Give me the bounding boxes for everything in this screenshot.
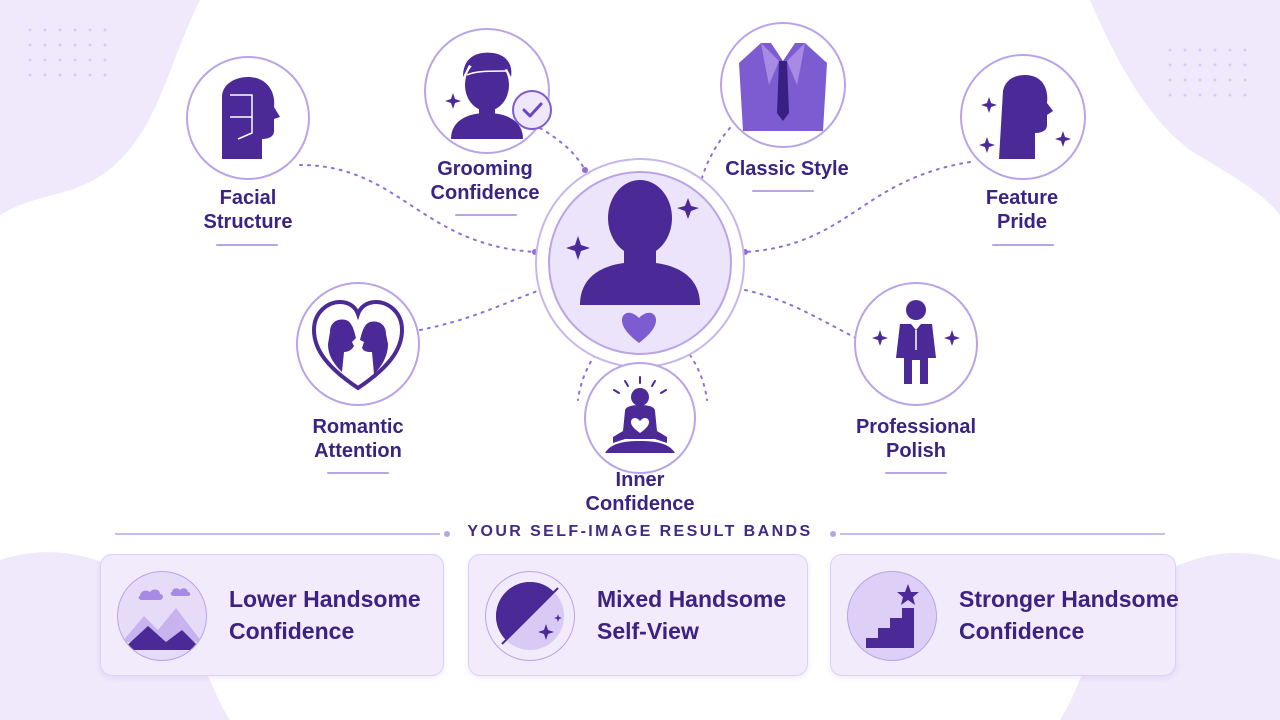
underline-classic-style [752,190,814,192]
groomed-man-icon [445,52,523,139]
connector-feature-pride [744,161,971,253]
result-band-lower[interactable]: Lower Handsome Confidence [100,554,444,676]
couple-heart-icon [311,299,405,391]
sparkle-icon [979,137,995,153]
label-grooming-confidence: Grooming Confidence [430,158,540,204]
sparkle-icon [1055,131,1071,147]
node-facial-structure [186,56,310,180]
node-feature-pride [960,54,1086,180]
professional-person-icon [872,300,960,384]
result-band-lower-label: Lower Handsome Confidence [229,586,421,644]
sparkle-icon [944,330,960,346]
underline-grooming-confidence [455,214,517,216]
checkmark-badge-icon [512,90,552,130]
node-inner-confidence [584,362,696,474]
result-band-stronger[interactable]: Stronger Handsome Confidence [830,554,1179,676]
underline-professional-polish [885,472,947,474]
underline-romantic-attention [327,472,389,474]
sparkle-icon [981,97,997,113]
node-professional-polish [854,282,978,406]
label-romantic-attention: Romantic Attention [312,416,404,462]
stairs-star-icon [847,571,937,661]
sparkle-icon [677,198,699,219]
node-romantic-attention [296,282,420,406]
results-title: YOUR SELF-IMAGE RESULT BANDS [467,523,813,540]
label-feature-pride: Feature Pride [985,187,1059,233]
sparkle-icon [538,624,554,640]
profile-sparkle-icon [979,75,1071,159]
node-classic-style [720,22,846,148]
connector-grooming [539,127,586,171]
result-band-mixed[interactable]: Mixed Handsome Self-View [468,554,808,676]
label-classic-style: Classic Style [725,158,849,180]
connector-professional [744,289,861,341]
result-band-stronger-label: Stronger Handsome Confidence [959,586,1179,644]
sparkle-icon [554,614,562,622]
sparkle-icon [872,330,888,346]
meditation-heart-icon [605,376,675,453]
connector-classic-style [699,127,731,186]
heart-icon [622,312,656,343]
connector-inner-left [577,354,596,401]
half-circle-icon [485,571,575,661]
connector-facial-structure [299,164,536,253]
suit-jacket-icon [739,43,827,131]
result-band-mixed-label: Mixed Handsome Self-View [597,586,787,644]
sparkle-icon [445,93,461,109]
label-inner-confidence: Inner Confidence [585,469,695,515]
face-profile-icon [222,77,280,159]
underline-feature-pride [992,244,1054,246]
underline-facial-structure [216,244,278,246]
connector-romantic [419,289,541,331]
mountains-icon [117,571,207,661]
sparkle-icon [566,236,590,260]
label-professional-polish: Professional Polish [855,416,977,462]
label-facial-structure: Facial Structure [203,187,293,233]
connector-inner-right [689,354,708,401]
